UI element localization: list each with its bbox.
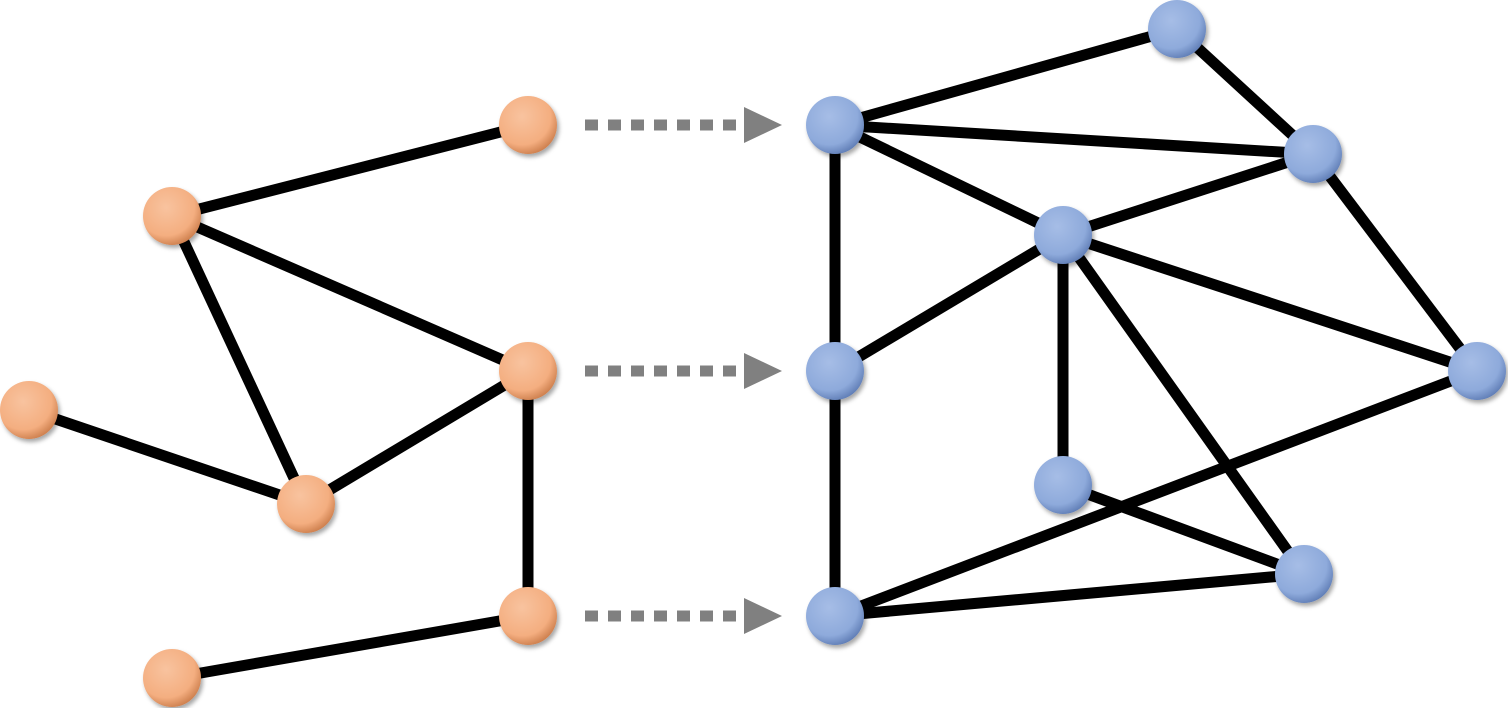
- target-edge-t2-t4: [832, 120, 1066, 240]
- target-edge-t4-t8: [1058, 231, 1309, 578]
- source-edge-s3-s5: [27, 404, 308, 510]
- source-edge-s4-s5: [303, 366, 531, 509]
- source-edge-s2-s4: [169, 210, 531, 377]
- source-edge-s2-s5: [167, 213, 311, 507]
- target-edge-t2-t3: [834, 119, 1314, 160]
- target-node-t9: [806, 587, 864, 645]
- mapping-arrow-head: [744, 598, 782, 634]
- target-node-t4: [1034, 206, 1092, 264]
- mapping-arrow-s6-t9: [585, 598, 782, 634]
- mapping-arrow-s1-t2: [585, 107, 782, 143]
- target-node-t3: [1284, 125, 1342, 183]
- source-node-s2: [143, 187, 201, 245]
- target-edge-t3-t6: [1308, 150, 1482, 375]
- source-node-s3: [0, 381, 58, 439]
- target-node-t2: [806, 96, 864, 154]
- target-edge-t4-t5: [832, 230, 1066, 376]
- target-edge-t8-t7: [1061, 479, 1306, 580]
- source-node-s4: [499, 342, 557, 400]
- source-edge-s2-s1: [170, 119, 530, 222]
- target-edge-t6-t9: [833, 365, 1479, 622]
- edge-layer: [27, 23, 1482, 684]
- target-node-t8: [1275, 545, 1333, 603]
- mapping-arrow-head: [744, 353, 782, 389]
- target-edge-t4-t6: [1061, 229, 1479, 377]
- source-node-s5: [277, 475, 335, 533]
- source-node-s6: [499, 587, 557, 645]
- target-node-t1: [1148, 0, 1206, 58]
- source-edge-s7-s6: [171, 610, 529, 684]
- target-edge-t1-t3: [1173, 24, 1317, 159]
- mapping-arrow-s4-t5: [585, 353, 782, 389]
- target-edge-t3-t4: [1061, 148, 1315, 241]
- target-node-t7: [1034, 456, 1092, 514]
- target-node-t6: [1448, 342, 1506, 400]
- source-node-s1: [499, 96, 557, 154]
- target-node-t5: [806, 342, 864, 400]
- target-edge-t8-t9: [834, 568, 1305, 622]
- source-node-s7: [143, 649, 201, 707]
- mapping-arrow-head: [744, 107, 782, 143]
- target-edge-t2-t1: [833, 23, 1179, 131]
- mapping-arrows: [585, 107, 782, 634]
